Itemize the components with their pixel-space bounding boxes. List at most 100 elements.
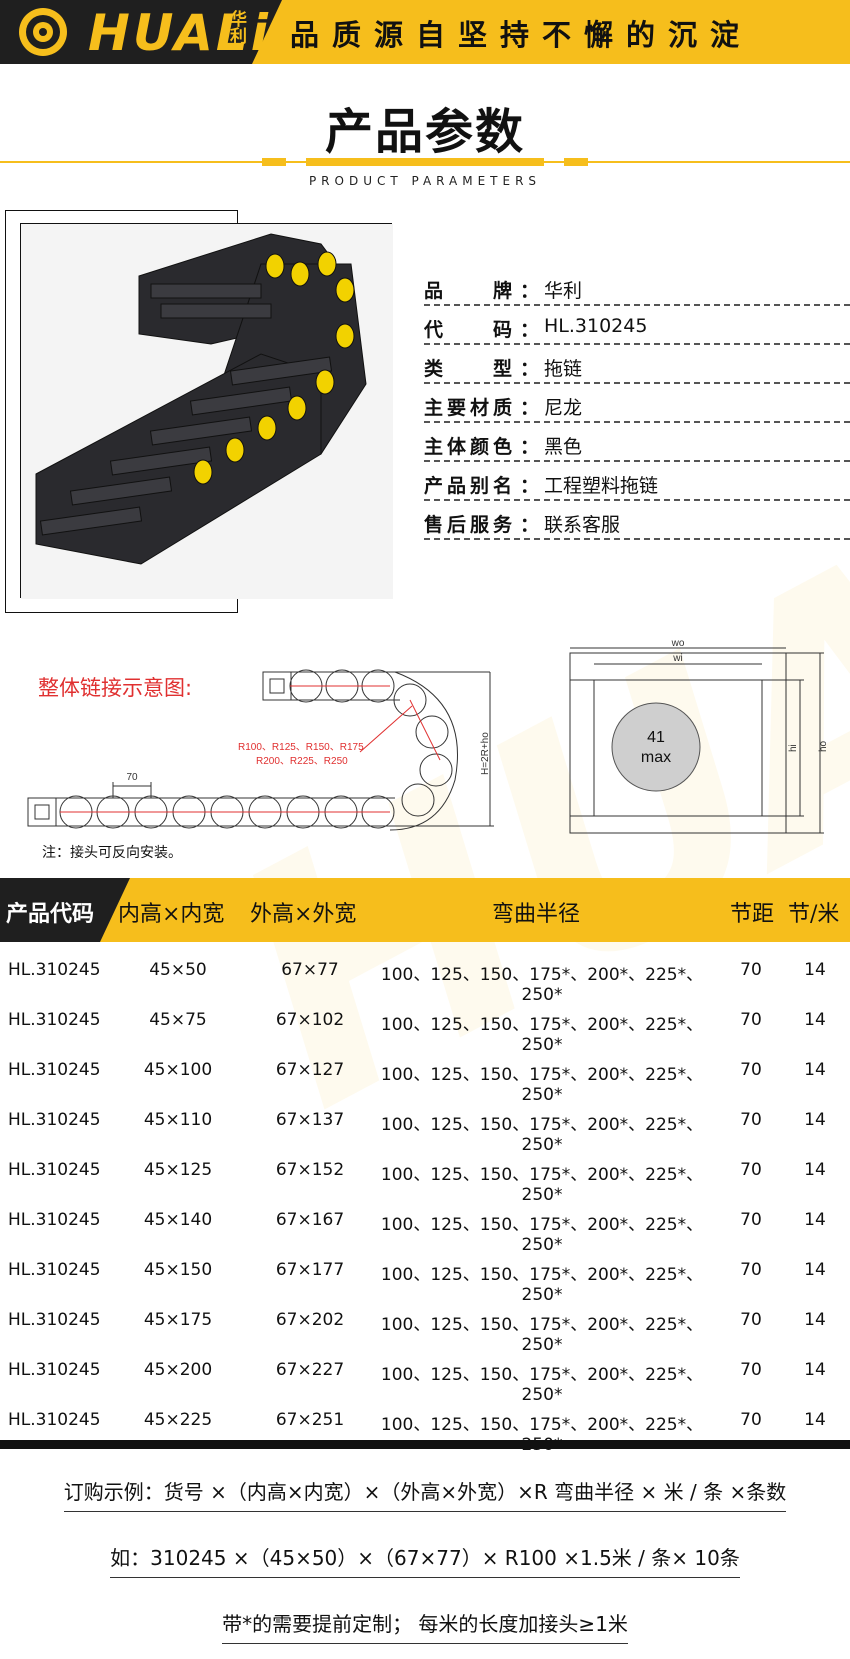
banner-shape bbox=[0, 0, 282, 64]
cell-pitch: 70 bbox=[740, 1360, 762, 1380]
cell-inner: 45×150 bbox=[143, 1260, 213, 1280]
table-row: HL.310245 45×200 67×227 100、125、150、175*… bbox=[0, 1346, 850, 1405]
cell-code: HL.310245 bbox=[8, 1360, 101, 1380]
cell-outer: 67×167 bbox=[275, 1210, 345, 1230]
cell-links: 14 bbox=[804, 1060, 826, 1080]
cell-code: HL.310245 bbox=[8, 1010, 101, 1030]
cell-pitch: 70 bbox=[740, 1110, 762, 1130]
gear-logo-icon bbox=[19, 8, 67, 56]
table-row: HL.310245 45×125 67×152 100、125、150、175*… bbox=[0, 1146, 850, 1205]
cell-inner: 45×200 bbox=[143, 1360, 213, 1380]
max-diameter-value: 41 bbox=[647, 729, 665, 746]
cell-outer: 67×251 bbox=[275, 1410, 345, 1430]
spec-key: 主要材质 bbox=[424, 397, 512, 419]
spec-colon: ： bbox=[520, 475, 540, 497]
cell-code: HL.310245 bbox=[8, 1260, 101, 1280]
cell-code: HL.310245 bbox=[8, 1110, 101, 1130]
header-dark-tab bbox=[0, 878, 130, 942]
order-example-format: 订购示例：货号 ×（内高×内宽）×（外高×外宽）×R 弯曲半径 × 米 / 条 … bbox=[0, 1476, 850, 1512]
col-header-radius: 弯曲半径 bbox=[492, 902, 581, 927]
cell-radius: 100、125、150、175*、200*、225*、250* bbox=[380, 965, 704, 1005]
cell-code: HL.310245 bbox=[8, 1410, 101, 1430]
cell-inner: 45×225 bbox=[143, 1410, 213, 1430]
title-accent-bar bbox=[564, 158, 588, 166]
cell-code: HL.310245 bbox=[8, 1310, 101, 1330]
cell-code: HL.310245 bbox=[8, 1160, 101, 1180]
spec-row-alias: 产品别名 ： 工程塑料拖链 bbox=[424, 463, 850, 501]
cell-links: 14 bbox=[804, 1410, 826, 1430]
spec-key: 产品别名 bbox=[424, 475, 512, 497]
cell-pitch: 70 bbox=[740, 1310, 762, 1330]
cell-links: 14 bbox=[804, 1210, 826, 1230]
cell-outer: 67×102 bbox=[275, 1010, 345, 1030]
spec-key: 品牌 bbox=[424, 280, 512, 302]
wo-label: wo bbox=[671, 640, 685, 649]
brand-logo-cn: 华利 bbox=[226, 10, 246, 44]
cell-inner: 45×110 bbox=[143, 1110, 213, 1130]
cell-radius: 100、125、150、175*、200*、225*、250* bbox=[380, 1315, 704, 1355]
radius-list-2: R200、R225、R250 bbox=[256, 756, 348, 767]
max-diameter-text: max bbox=[641, 749, 671, 766]
spec-colon: ： bbox=[520, 436, 540, 458]
cell-radius: 100、125、150、175*、200*、225*、250* bbox=[380, 1265, 704, 1305]
cell-radius: 100、125、150、175*、200*、225*、250* bbox=[380, 1115, 704, 1155]
cell-inner: 45×175 bbox=[143, 1310, 213, 1330]
cell-links: 14 bbox=[804, 1110, 826, 1130]
spec-colon: ： bbox=[520, 358, 540, 380]
spec-value: 尼龙 bbox=[544, 397, 583, 419]
order-example-text: 如：310245 ×（45×50）×（67×77）× R100 ×1.5米 / … bbox=[110, 1542, 740, 1578]
spec-row-color: 主体颜色 ： 黑色 bbox=[424, 424, 850, 462]
spec-value: 工程塑料拖链 bbox=[544, 475, 659, 497]
spec-row-service: 售后服务 ： 联系客服 bbox=[424, 502, 850, 540]
table-row: HL.310245 45×100 67×127 100、125、150、175*… bbox=[0, 1046, 850, 1105]
cell-outer: 67×127 bbox=[275, 1060, 345, 1080]
cell-outer: 67×202 bbox=[275, 1310, 345, 1330]
col-header-pitch: 节距 bbox=[730, 902, 775, 927]
table-row: HL.310245 45×175 67×202 100、125、150、175*… bbox=[0, 1296, 850, 1355]
spec-key: 主体颜色 bbox=[424, 436, 512, 458]
diagram-note: 注：接头可反向安装。 bbox=[42, 845, 182, 861]
hi-label: hi bbox=[788, 744, 799, 752]
spec-value: 拖链 bbox=[544, 358, 583, 380]
order-format-text: 订购示例：货号 ×（内高×内宽）×（外高×外宽）×R 弯曲半径 × 米 / 条 … bbox=[63, 1476, 787, 1512]
col-header-code: 产品代码 bbox=[6, 901, 95, 927]
cell-radius: 100、125、150、175*、200*、225*、250* bbox=[380, 1165, 704, 1205]
pitch-label: 70 bbox=[126, 772, 138, 783]
col-header-outer: 外高×外宽 bbox=[250, 902, 357, 927]
spec-colon: ： bbox=[520, 397, 540, 419]
cell-links: 14 bbox=[804, 1310, 826, 1330]
spec-key: 代码 bbox=[424, 319, 512, 341]
table-row: HL.310245 45×50 67×77 100、125、150、175*、2… bbox=[0, 946, 850, 1005]
cell-pitch: 70 bbox=[740, 1160, 762, 1180]
cell-links: 14 bbox=[804, 1360, 826, 1380]
table-row: HL.310245 45×225 67×251 100、125、150、175*… bbox=[0, 1396, 850, 1455]
cell-links: 14 bbox=[804, 960, 826, 980]
cell-outer: 67×227 bbox=[275, 1360, 345, 1380]
spec-colon: ： bbox=[520, 319, 540, 341]
cell-inner: 45×75 bbox=[149, 1010, 207, 1030]
top-end-bracket bbox=[262, 671, 292, 701]
order-example: 如：310245 ×（45×50）×（67×77）× R100 ×1.5米 / … bbox=[0, 1542, 850, 1578]
spec-value: HL.310245 bbox=[544, 315, 648, 337]
title-accent-bar bbox=[262, 158, 286, 166]
spec-colon: ： bbox=[520, 514, 540, 536]
spec-row-material: 主要材质 ： 尼龙 bbox=[424, 385, 850, 423]
brand-logo-text: HUALi bbox=[88, 4, 271, 62]
spec-value: 黑色 bbox=[544, 436, 583, 458]
table-row: HL.310245 45×150 67×177 100、125、150、175*… bbox=[0, 1246, 850, 1305]
table-header: 产品代码 内高×内宽 外高×外宽 弯曲半径 节距 节/米 bbox=[0, 878, 850, 942]
cell-pitch: 70 bbox=[740, 960, 762, 980]
chain-diagram: 41 max wo wi hi ho H=2R+ho 70 R100、R125、… bbox=[27, 640, 829, 834]
cell-code: HL.310245 bbox=[8, 1210, 101, 1230]
cell-pitch: 70 bbox=[740, 1410, 762, 1430]
cell-pitch: 70 bbox=[740, 1210, 762, 1230]
product-image bbox=[20, 223, 393, 599]
section-subtitle: PRODUCT PARAMETERS bbox=[308, 174, 542, 188]
spec-value: 联系客服 bbox=[544, 514, 621, 536]
spec-value: 华利 bbox=[544, 280, 583, 302]
cell-inner: 45×50 bbox=[149, 960, 207, 980]
col-header-inner: 内高×内宽 bbox=[118, 902, 225, 927]
cell-links: 14 bbox=[804, 1160, 826, 1180]
cell-radius: 100、125、150、175*、200*、225*、250* bbox=[380, 1065, 704, 1105]
cell-radius: 100、125、150、175*、200*、225*、250* bbox=[380, 1215, 704, 1255]
